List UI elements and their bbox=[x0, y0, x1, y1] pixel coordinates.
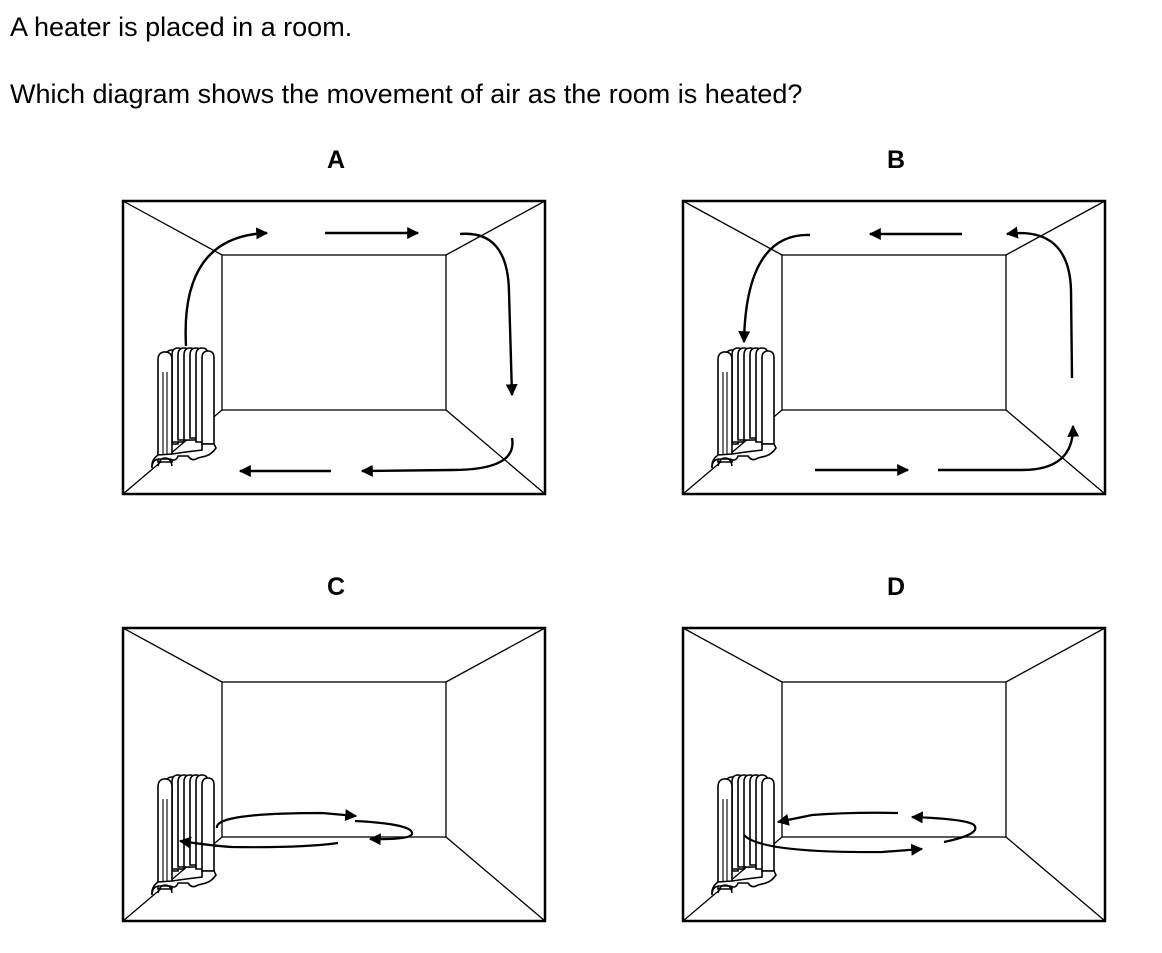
air-arrow bbox=[738, 233, 811, 344]
option-c-label: C bbox=[326, 573, 346, 601]
air-arrow bbox=[354, 819, 414, 846]
air-arrow bbox=[776, 811, 899, 826]
air-arrow bbox=[215, 809, 358, 829]
option-d-label: D bbox=[886, 573, 906, 601]
question-line-1: A heater is placed in a room. bbox=[10, 12, 353, 42]
option-b-diagram bbox=[681, 199, 1107, 496]
option-a-diagram bbox=[121, 199, 547, 496]
air-arrow bbox=[910, 811, 977, 844]
air-arrow bbox=[184, 227, 269, 347]
air-arrow bbox=[1005, 226, 1074, 379]
question-line-2: Which diagram shows the movement of air … bbox=[10, 79, 803, 109]
air-arrow bbox=[743, 834, 924, 856]
air-arrow bbox=[459, 232, 518, 397]
option-c-diagram bbox=[121, 626, 547, 923]
option-b-label: B bbox=[886, 146, 906, 174]
air-arrow bbox=[360, 437, 514, 477]
air-arrow bbox=[938, 424, 1080, 472]
air-arrow bbox=[178, 836, 339, 849]
option-d-diagram bbox=[681, 626, 1107, 923]
option-a-label: A bbox=[326, 146, 346, 174]
